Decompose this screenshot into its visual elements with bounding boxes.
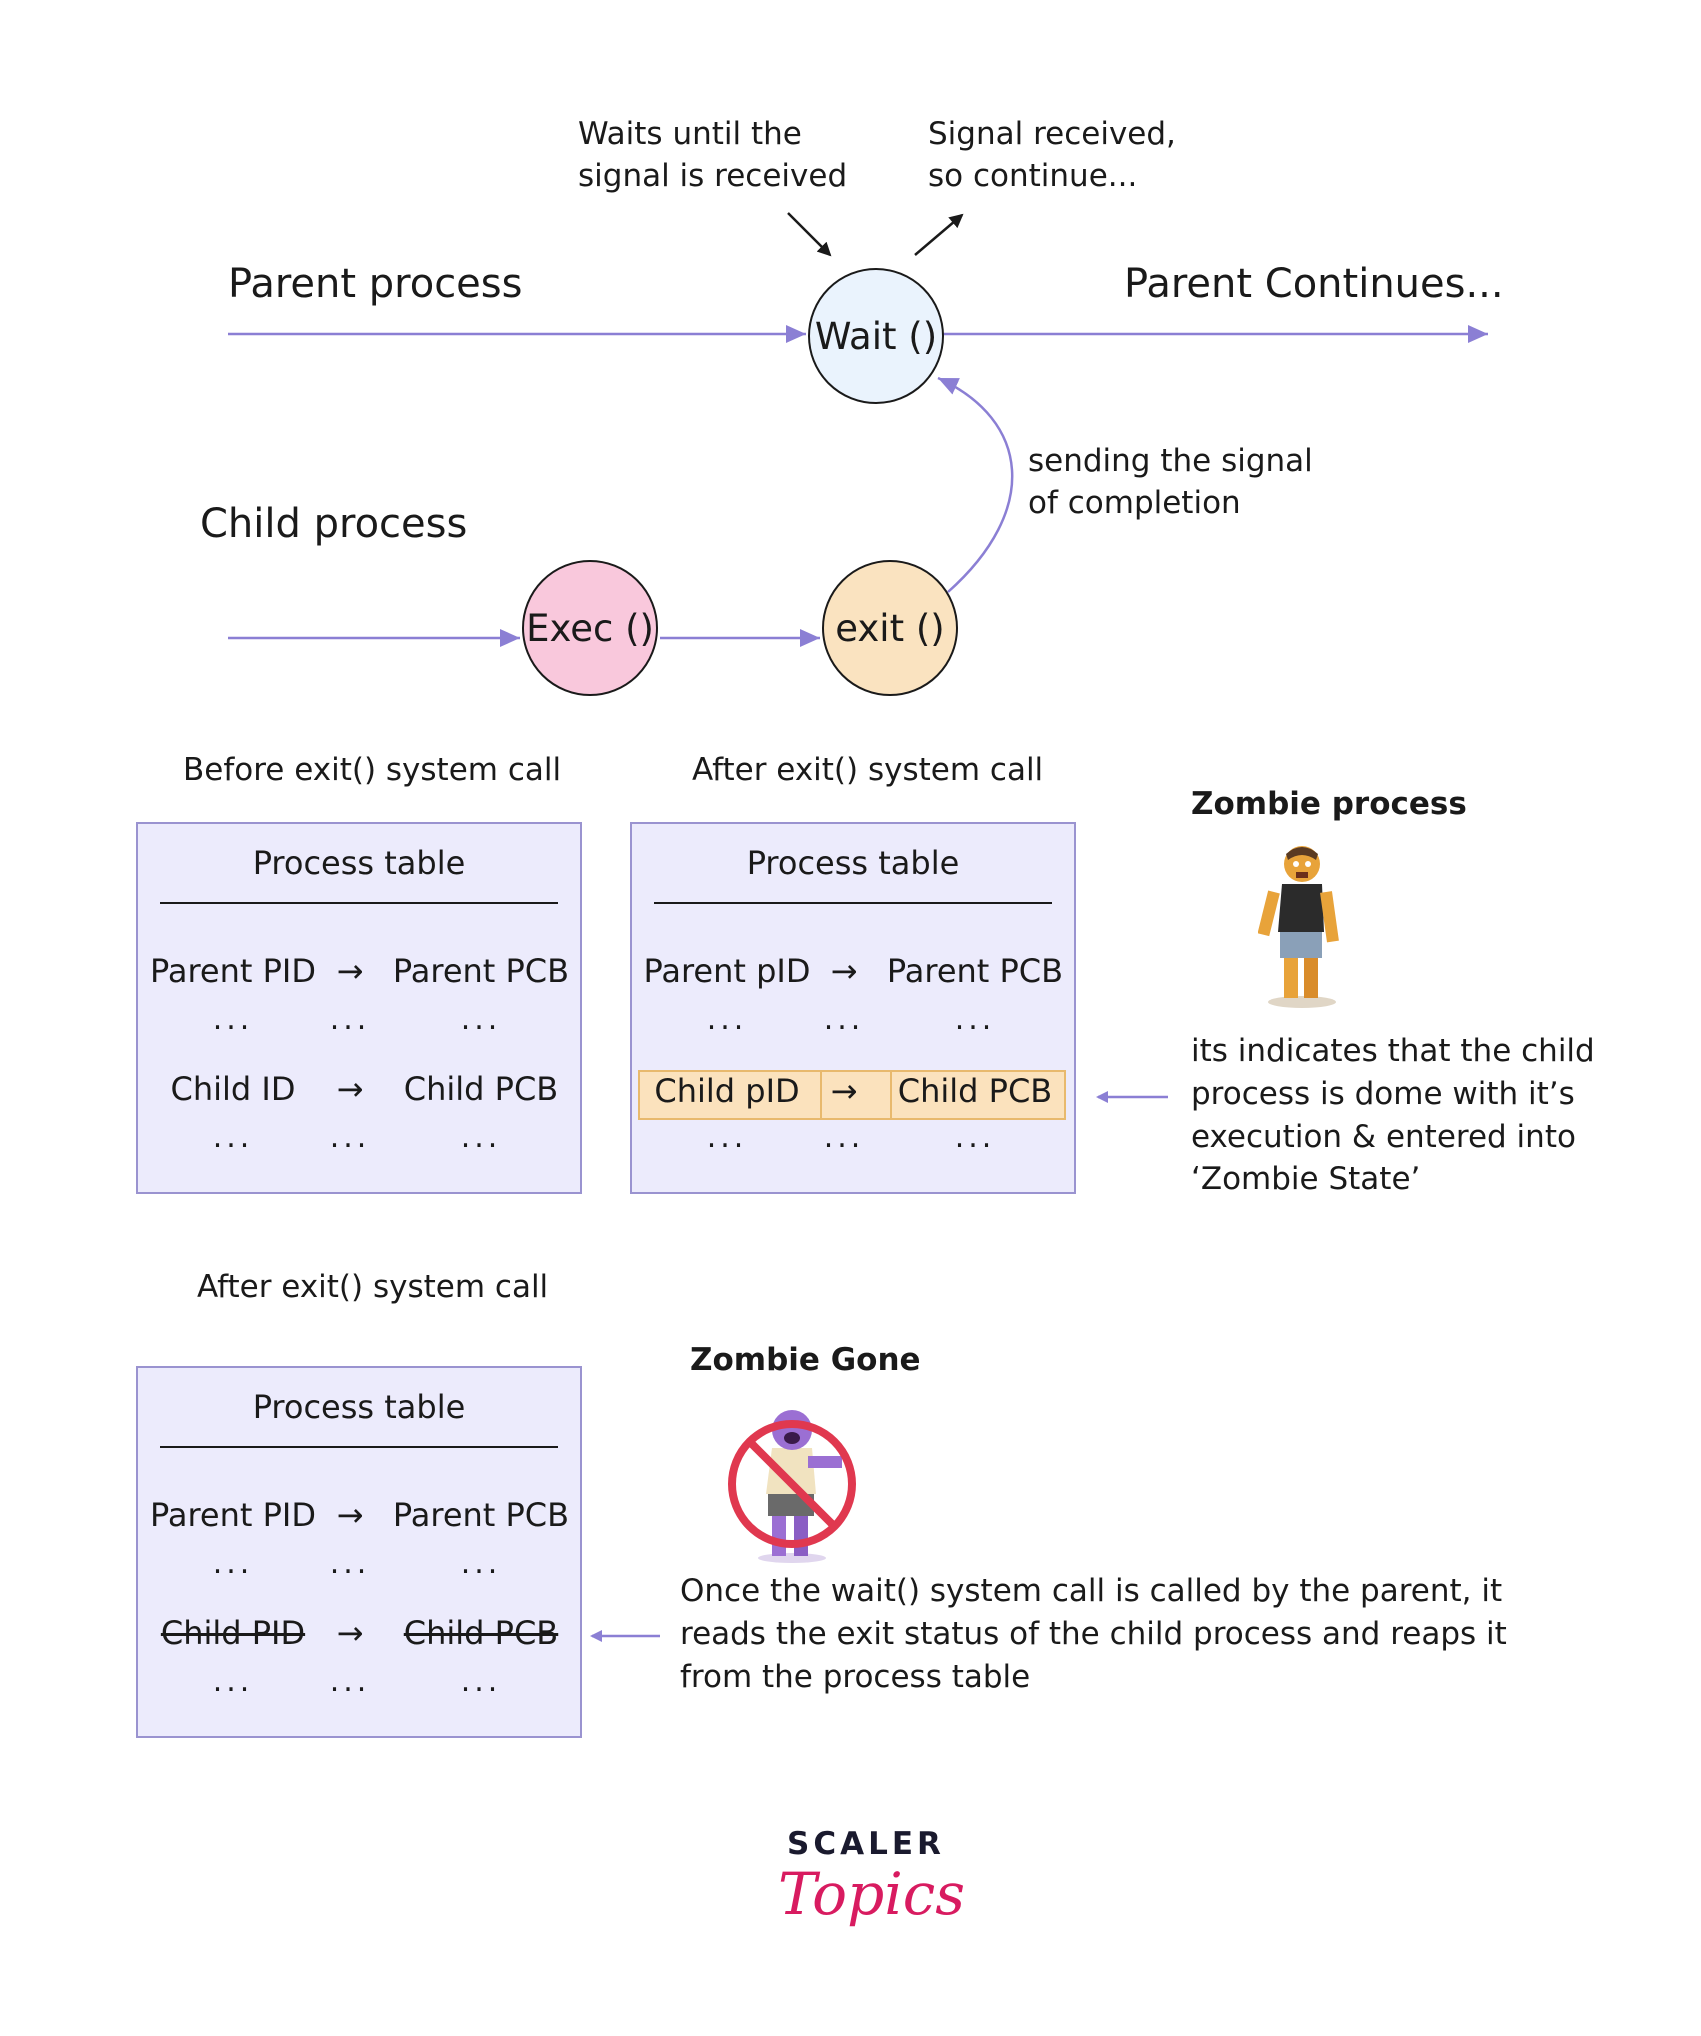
exec-node-label: Exec ()	[526, 606, 654, 650]
process-table-after-exit: Process table Parent pID → Parent PCB ..…	[630, 822, 1076, 1194]
after-wait-table-caption: After exit() system call	[197, 1269, 549, 1305]
wait-node: Wait ()	[808, 268, 944, 404]
signal-note-line1: Signal received,	[928, 116, 1176, 152]
row-parent-pid: Parent pID	[643, 952, 811, 990]
wait-node-label: Wait ()	[814, 314, 938, 358]
row-child-pcb: Child PCB	[403, 1070, 559, 1108]
signal-note-line2: so continue...	[928, 158, 1138, 194]
ellipsis: ...	[823, 1120, 865, 1155]
table-title: Process table	[252, 844, 466, 882]
row-child-pid-removed: Child PID	[160, 1614, 306, 1652]
row-parent-pid: Parent PID	[150, 1496, 316, 1534]
ellipsis: ...	[823, 1002, 865, 1037]
table-title: Process table	[252, 1388, 466, 1426]
sending-note-line1: sending the signal	[1028, 443, 1313, 479]
zombie-figure-icon	[1258, 846, 1339, 1008]
exec-node: Exec ()	[522, 560, 658, 696]
ellipsis: ...	[954, 1120, 996, 1155]
zombie-gone-description: Once the wait() system call is called by…	[680, 1573, 1507, 1695]
row-child-id: Child ID	[170, 1070, 296, 1108]
row-arrow: →	[336, 1070, 364, 1108]
row-child-pid: Child pID	[654, 1072, 800, 1110]
table-title: Process table	[746, 844, 960, 882]
ellipsis: ...	[706, 1120, 748, 1155]
row-arrow: →	[830, 952, 858, 990]
signal-pointer-arrow	[914, 213, 964, 256]
row-arrow: →	[336, 952, 364, 990]
before-table-caption: Before exit() system call	[183, 752, 562, 788]
exit-node-label: exit ()	[835, 606, 945, 650]
ellipsis: ...	[460, 1120, 502, 1155]
process-table-after-wait: Process table Parent PID → Parent PCB ..…	[136, 1366, 582, 1738]
row-arrow: →	[830, 1072, 858, 1110]
ellipsis: ...	[460, 1002, 502, 1037]
parent-process-label: Parent process	[228, 261, 523, 307]
row-parent-pcb: Parent PCB	[392, 1496, 570, 1534]
ellipsis: ...	[329, 1664, 371, 1699]
signal-curve-arrow	[937, 376, 1014, 593]
row-parent-pid: Parent PID	[150, 952, 316, 990]
ellipsis: ...	[212, 1546, 254, 1581]
table-divider	[654, 902, 1052, 904]
waits-note-line1: Waits until the	[578, 116, 802, 152]
ellipsis: ...	[954, 1002, 996, 1037]
row-parent-pcb: Parent PCB	[886, 952, 1064, 990]
sending-note-line2: of completion	[1028, 485, 1241, 521]
row-child-pcb: Child PCB	[897, 1072, 1053, 1110]
ellipsis: ...	[460, 1664, 502, 1699]
after-table-caption: After exit() system call	[692, 752, 1044, 788]
row-child-pcb-removed: Child PCB	[403, 1614, 559, 1652]
row-arrow: →	[336, 1614, 364, 1652]
zombie-process-title: Zombie process	[1191, 786, 1467, 822]
zombie-description: its indicates that the child process is …	[1191, 1033, 1595, 1198]
parent-continues-label: Parent Continues...	[1124, 261, 1504, 307]
ellipsis: ...	[706, 1002, 748, 1037]
waits-pointer-arrow	[787, 212, 832, 257]
row-arrow: →	[336, 1496, 364, 1534]
zombie-gone-title: Zombie Gone	[690, 1342, 921, 1378]
cell-separator	[820, 1072, 822, 1118]
waits-note-line2: signal is received	[578, 158, 848, 194]
process-table-before: Process table Parent PID → Parent PCB ..…	[136, 822, 582, 1194]
cell-separator	[890, 1072, 892, 1118]
ellipsis: ...	[329, 1002, 371, 1037]
logo-scaler: SCALER	[787, 1826, 945, 1862]
ellipsis: ...	[329, 1546, 371, 1581]
ellipsis: ...	[329, 1120, 371, 1155]
ellipsis: ...	[212, 1120, 254, 1155]
exit-node: exit ()	[822, 560, 958, 696]
zombie-row-highlight	[638, 1070, 1066, 1120]
ellipsis: ...	[460, 1546, 502, 1581]
row-parent-pcb: Parent PCB	[392, 952, 570, 990]
table-divider	[160, 902, 558, 904]
logo-topics: Topics	[778, 1860, 966, 1928]
child-process-label: Child process	[200, 501, 468, 547]
ellipsis: ...	[212, 1664, 254, 1699]
table-divider	[160, 1446, 558, 1448]
no-zombie-icon	[728, 1410, 856, 1563]
ellipsis: ...	[212, 1002, 254, 1037]
